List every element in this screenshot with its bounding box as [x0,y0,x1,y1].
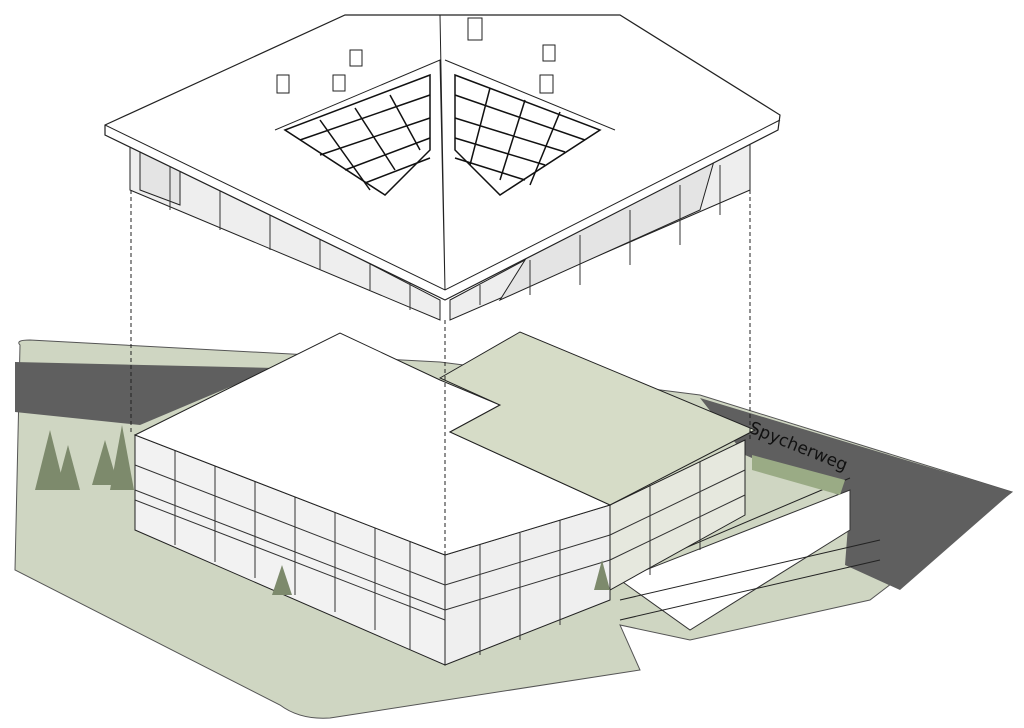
garage-ramp [618,489,851,631]
upper-facade-lines [169,160,721,310]
base-green-roof [438,331,757,506]
projection-lines [130,190,751,555]
facade-lines [134,450,746,655]
road-right [700,398,1012,590]
roof-ridges [104,14,781,291]
tree-icon [35,425,610,595]
hedge [752,455,845,495]
chimney-icon [276,17,556,94]
solar-panel-icon [283,73,602,196]
base-rear-wall [609,439,746,591]
road-left [15,362,275,425]
